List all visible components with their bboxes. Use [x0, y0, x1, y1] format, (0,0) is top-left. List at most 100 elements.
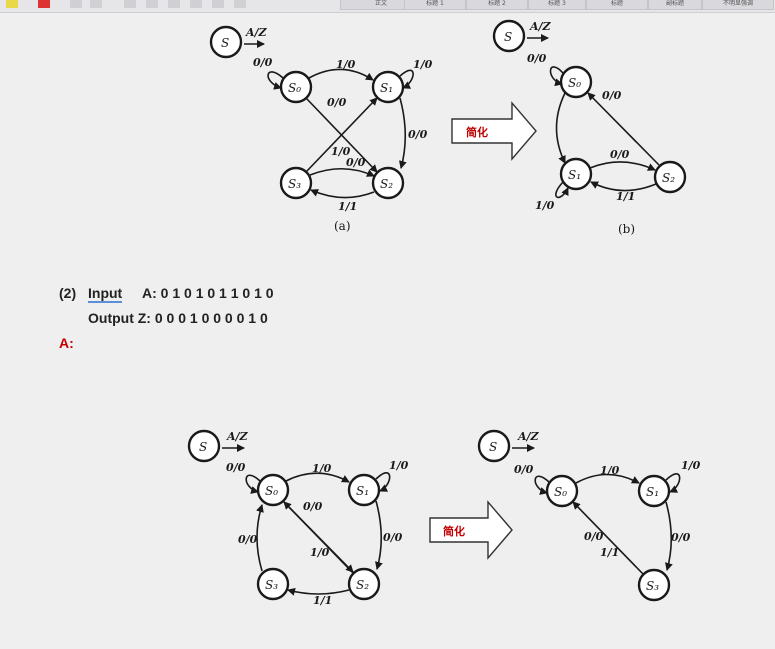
simplify-label: 简化	[466, 125, 488, 139]
state-s1	[559, 157, 593, 191]
input-word: Input	[88, 285, 123, 303]
edge-label: 1/0	[681, 459, 701, 472]
simplify-arrow-bottom: 简化	[429, 500, 513, 560]
edge-s2-s3	[287, 587, 350, 596]
edge-label: 0/0	[584, 530, 604, 543]
edge-s2-s0	[587, 92, 660, 166]
edge-s1-loop	[555, 181, 569, 199]
edge-label: 0/0	[226, 461, 246, 474]
state-s0-label: S₀	[265, 484, 278, 498]
edge-label: 0/0	[238, 533, 258, 546]
ribbon-toolbar: 正文 标题 1 标题 2 标题 3 标题 副标题 不明显强调	[0, 0, 775, 13]
distribute-icon[interactable]	[212, 0, 224, 8]
simplify-arrow-top: 简化	[451, 101, 537, 161]
style-subtle-emphasis[interactable]: 不明显强调	[702, 0, 774, 10]
line-spacing-icon[interactable]	[234, 0, 246, 8]
edge-label: 0/0	[408, 128, 428, 141]
edge-s2-s1	[590, 181, 657, 192]
legend-io-label: A/Z	[517, 430, 540, 443]
edge-label: 0/0	[327, 96, 347, 109]
state-s2-label: S₂	[662, 171, 675, 185]
edge-s3-s2	[309, 167, 375, 177]
edge-label: 1/0	[600, 464, 620, 477]
state-diagram-a: S A/Z S₀ S₁ S₂ S₃ 0/0 1/0 1/0 0/0 0/0 1/…	[209, 25, 433, 233]
edge-s1-s2	[589, 161, 656, 171]
state-s3	[637, 568, 671, 602]
edge-label: 1/0	[310, 546, 330, 559]
state-s3-label: S₃	[265, 578, 278, 592]
output-sequence: Output Z: 0 0 0 1 0 0 0 0 1 0	[88, 310, 268, 326]
state-s2	[653, 160, 687, 194]
state-s0-label: S₀	[568, 76, 581, 90]
legend-state	[492, 19, 526, 53]
state-s1	[347, 473, 381, 507]
state-s2-label: S₂	[356, 578, 369, 592]
state-diagram-b: S A/Z S₀ S₁ S₂ 0/0 0/0 0/0 1/1 1/0 (b)	[492, 19, 687, 236]
edge-s1-loop	[375, 472, 391, 492]
edge-label: 1/0	[413, 58, 433, 71]
edge-s1-s3	[665, 501, 673, 571]
input-sequence: A: 0 1 0 1 0 1 1 0 1 0	[142, 285, 274, 301]
state-s2	[371, 166, 405, 200]
edge-s1-loop	[665, 473, 681, 493]
edge-label: 0/0	[346, 156, 366, 169]
edge-label: 1/1	[313, 594, 332, 607]
simplify-label: 简化	[443, 524, 465, 538]
edge-label: 0/0	[602, 89, 622, 102]
style-heading-3[interactable]: 标题 3	[528, 0, 586, 10]
edge-s0-loop	[267, 71, 284, 90]
state-diagram-d: S A/Z S₀ S₁ S₃ 0/0 1/0 1/0 0/0 1/1 0/0	[477, 429, 701, 602]
edge-s0-s1	[308, 68, 374, 81]
edge-label: 1/1	[338, 200, 357, 213]
edge-s1-s2	[398, 97, 407, 169]
state-s1-label: S₁	[356, 484, 369, 498]
edge-s0-loop	[534, 475, 550, 495]
edge-label: 1/1	[616, 190, 635, 203]
edge-s0-s1	[555, 92, 566, 164]
edge-label: 1/1	[600, 546, 619, 559]
edge-s2-s3	[310, 189, 375, 199]
align-center-icon[interactable]	[146, 0, 158, 8]
edge-s2-s0	[283, 501, 354, 574]
edge-label: 1/0	[336, 58, 356, 71]
state-s3	[279, 166, 313, 200]
state-s1-label: S₁	[380, 81, 393, 95]
align-left-icon[interactable]	[124, 0, 136, 8]
highlight-icon[interactable]	[6, 0, 18, 8]
edge-s3-s1	[305, 97, 378, 173]
state-s1-label: S₁	[646, 485, 659, 499]
justify-icon[interactable]	[190, 0, 202, 8]
state-diagram-c: S A/Z S₀ S₁ S₂ S₃ 0/0 1/0 1/0 0/0 0/0 0/…	[187, 429, 409, 607]
edge-label: 0/0	[383, 531, 403, 544]
state-s3-label: S₃	[646, 579, 659, 593]
item-number: (2)	[59, 285, 77, 301]
style-title[interactable]: 标题	[586, 0, 648, 10]
style-subtitle[interactable]: 副标题	[648, 0, 702, 10]
legend-state	[187, 429, 221, 463]
style-heading-1[interactable]: 标题 1	[404, 0, 466, 10]
edge-label: 0/0	[303, 500, 323, 513]
style-heading-2[interactable]: 标题 2	[466, 0, 528, 10]
answer-label: A:	[59, 335, 74, 351]
edge-s0-s1	[575, 473, 640, 484]
legend-state-label: S	[504, 30, 512, 44]
edge-s0-loop	[245, 474, 261, 494]
state-s0-label: S₀	[554, 485, 567, 499]
legend-state-label: S	[199, 440, 207, 454]
state-s0-label: S₀	[288, 81, 301, 95]
legend-io-label: A/Z	[245, 26, 268, 39]
edge-s3-s0	[572, 501, 644, 575]
font-color-icon[interactable]	[38, 0, 50, 8]
edge-label: 1/0	[312, 462, 332, 475]
edge-label: 1/0	[535, 199, 555, 212]
edge-label: 0/0	[671, 531, 691, 544]
font-effect-icon[interactable]	[70, 0, 82, 8]
char-border-icon[interactable]	[90, 0, 102, 8]
edge-s1-s2	[375, 500, 383, 570]
edge-label: 0/0	[253, 56, 273, 69]
caption-b: (b)	[618, 222, 635, 236]
caption-a: (a)	[334, 219, 351, 233]
edge-label: 0/0	[514, 463, 534, 476]
align-right-icon[interactable]	[168, 0, 180, 8]
state-s2	[347, 567, 381, 601]
